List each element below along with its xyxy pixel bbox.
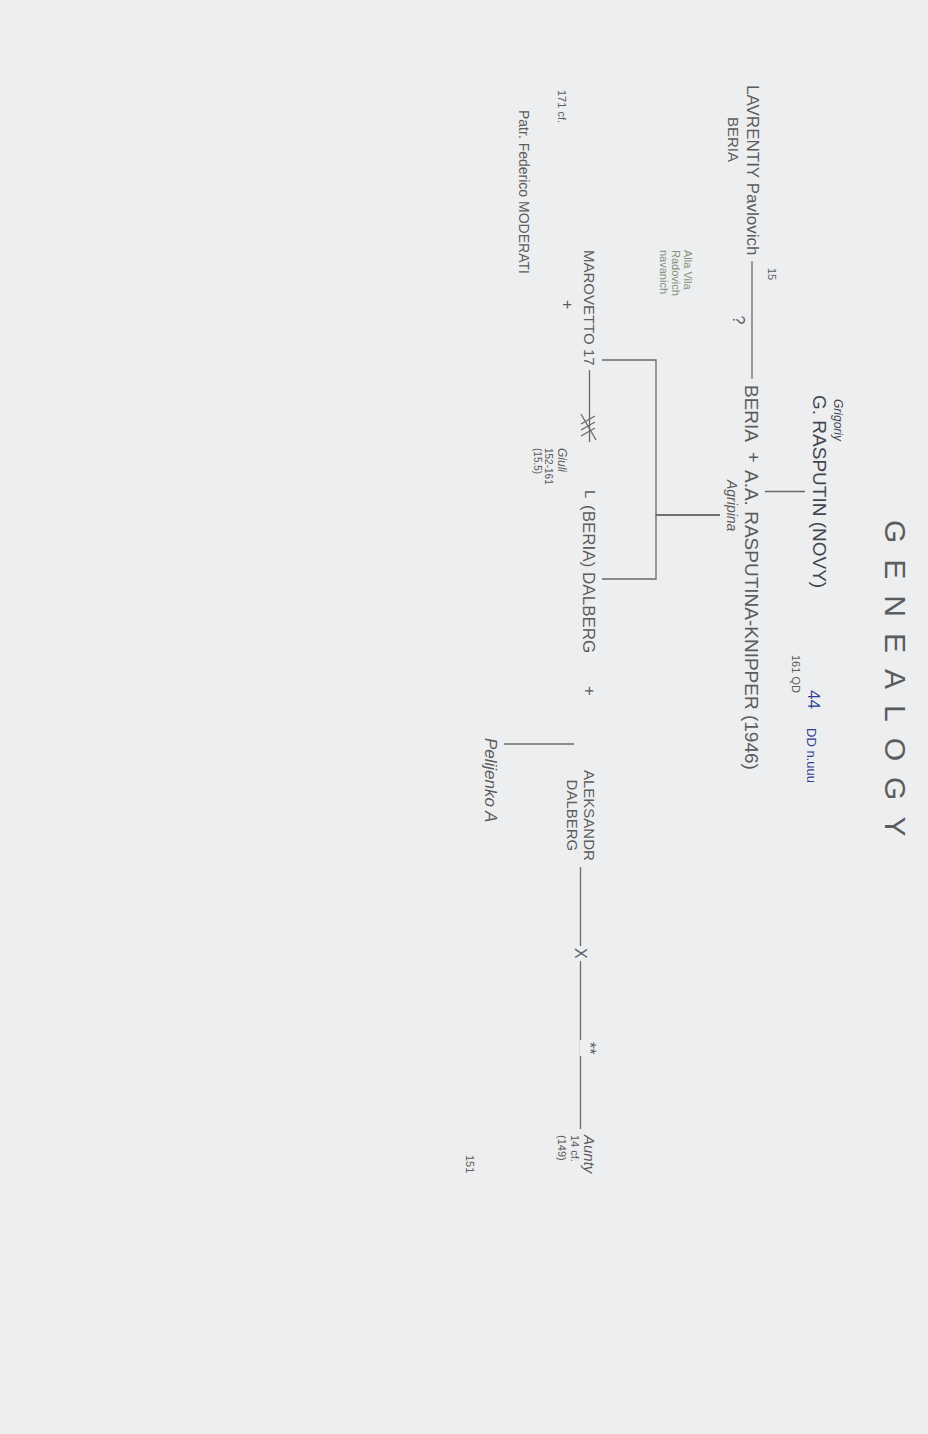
person-entry: ALEKSANDR DALBERG: [564, 770, 599, 861]
person-entry: Aunty14 cf.(149): [555, 1135, 598, 1173]
person-name: G. RASPUTIN (NOVY): [808, 395, 830, 588]
person-name: Agripina: [724, 480, 740, 770]
tree-line: [602, 360, 720, 515]
person-name: BERIA: [725, 117, 742, 255]
person-name: Patr. Federico MODERATI: [516, 110, 532, 274]
tree-line: [751, 261, 752, 379]
person-name: (BERIA) DALBERG: [578, 505, 598, 653]
note-label: +: [579, 686, 598, 696]
crossed-out-mark: [581, 414, 596, 440]
person-entry: BERIA: [740, 385, 762, 442]
person-entry: LAVRENTIY PavlovichBERIA: [725, 85, 762, 255]
person-name: Pelijenko A: [480, 738, 500, 822]
person-name: Giuli: [554, 448, 568, 485]
note-label: +: [742, 452, 762, 463]
person-name: (15.5): [531, 448, 543, 485]
person-name: LAVRENTIY Pavlovich: [742, 85, 762, 255]
tree-line: [504, 743, 574, 744]
note-label: **: [580, 1040, 598, 1056]
person-name: 14 cf.: [568, 1135, 581, 1173]
tree-line: [602, 515, 720, 579]
note-label: Alla Vila Radovich navanich: [658, 250, 694, 338]
note-label: 171 cf.: [556, 90, 568, 123]
note-label: 44: [803, 690, 822, 709]
person-entry: GrigoriyG. RASPUTIN (NOVY): [808, 395, 844, 588]
person-entry: (BERIA) DALBERG: [578, 505, 598, 653]
note-label: 161 QD: [790, 655, 802, 693]
person-name: MAROVETTO 17: [581, 250, 598, 366]
person-name: A.A. RASPUTINA-KNIPPER (1946): [740, 470, 762, 770]
person-name: 152-161: [543, 448, 555, 485]
person-entry: MAROVETTO 17: [581, 250, 598, 366]
person-entry: A.A. RASPUTINA-KNIPPER (1946)Agripina: [724, 470, 762, 770]
person-name: Aunty: [581, 1135, 598, 1173]
person-name: BERIA: [740, 385, 762, 442]
note-label: 151: [464, 1155, 476, 1173]
person-name: Grigoriy: [830, 399, 844, 588]
note-label: 15: [766, 268, 778, 280]
line-label: ?: [729, 314, 747, 327]
line-label: X: [572, 946, 590, 961]
tree-line: [580, 867, 581, 1129]
tree-line: [765, 491, 805, 492]
note-label: L: [582, 490, 599, 498]
note-label: DD n.uuu: [804, 728, 818, 783]
person-name: (149): [555, 1135, 568, 1173]
person-name: ALEKSANDR DALBERG: [564, 770, 599, 861]
person-entry: Giuli152-161(15.5): [531, 448, 568, 485]
diagram-title: GENEALOGY: [879, 520, 912, 852]
person-entry: Pelijenko A: [480, 738, 500, 822]
person-entry: Patr. Federico MODERATI: [516, 110, 532, 274]
note-label: +: [558, 300, 576, 309]
